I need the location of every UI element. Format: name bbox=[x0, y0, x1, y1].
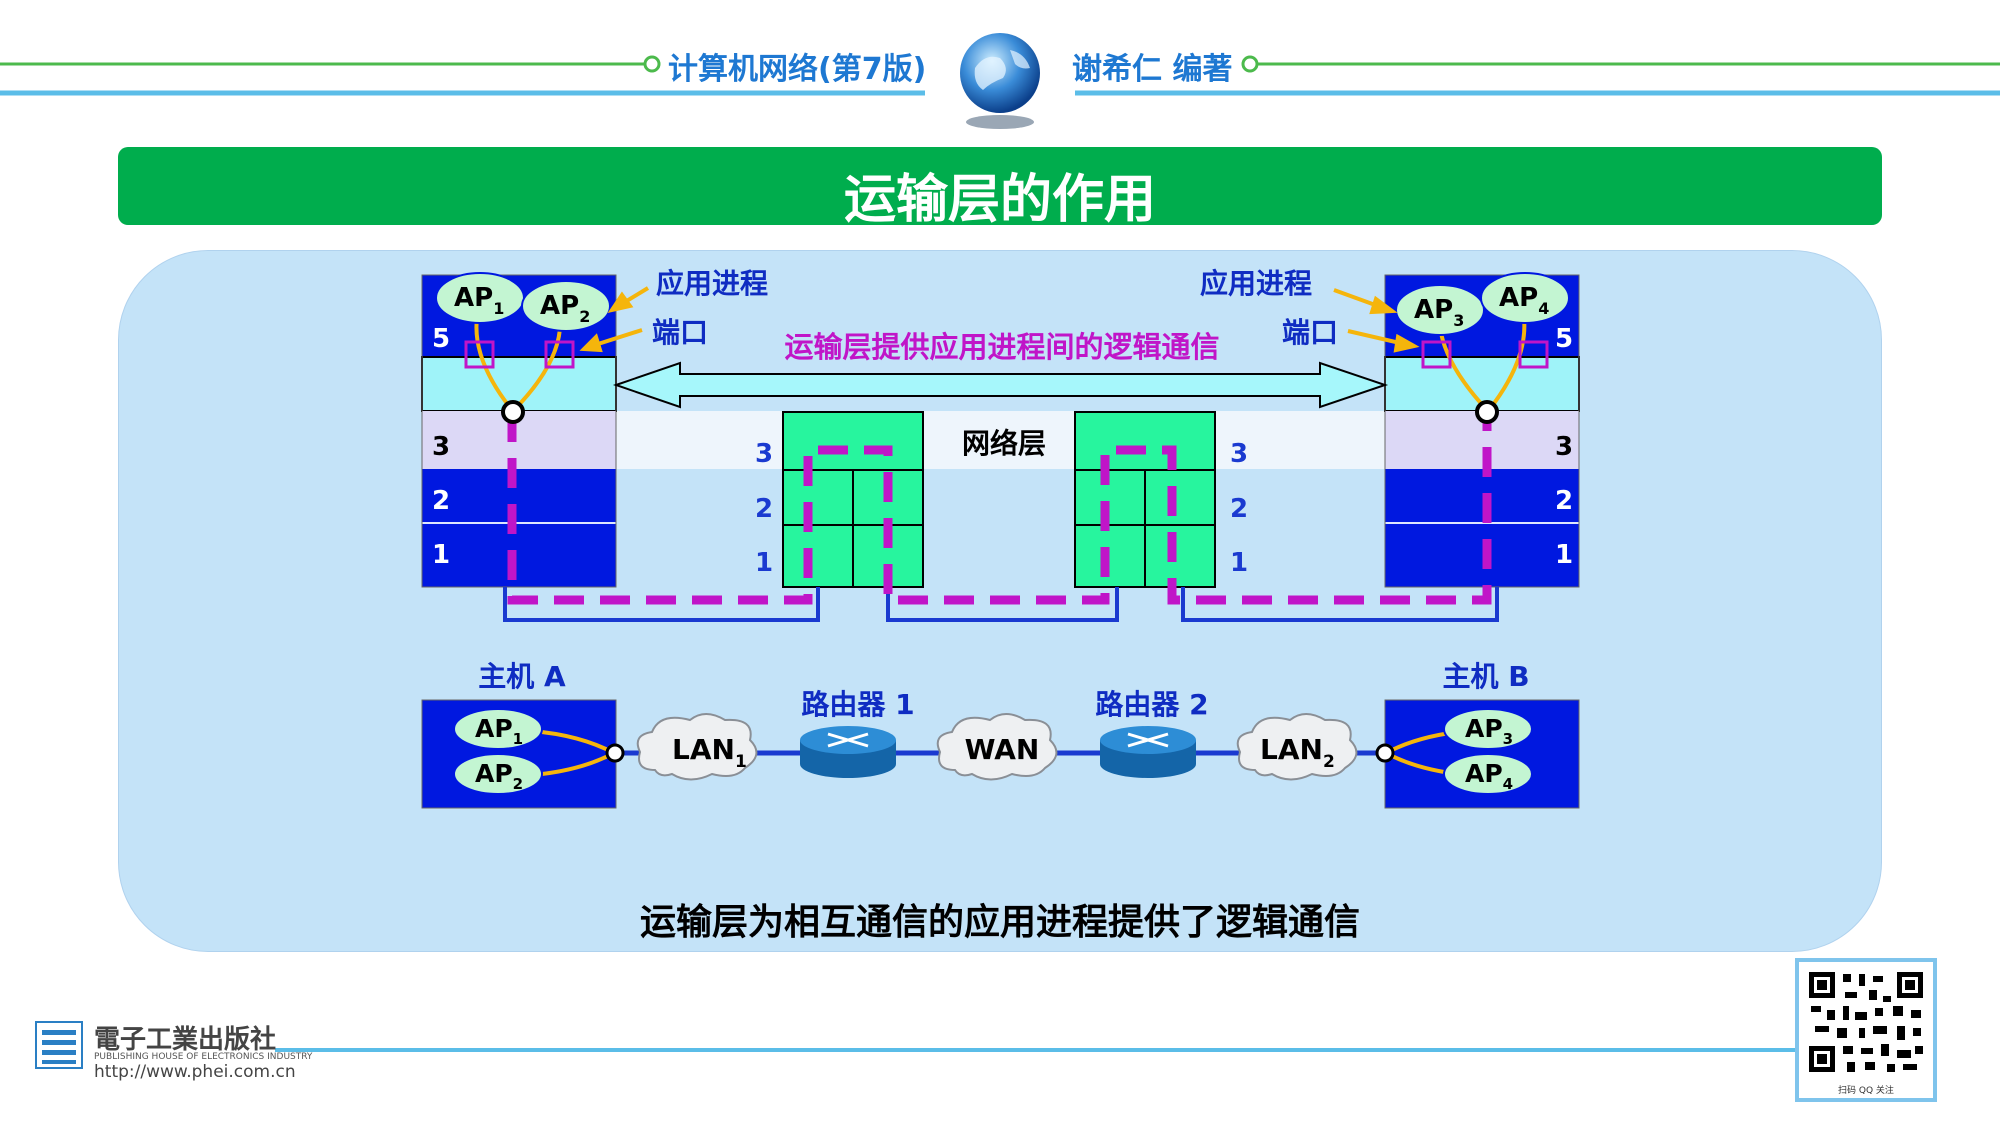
layer-1-label-a: 1 bbox=[432, 540, 450, 570]
layer-5-label-a: 5 bbox=[432, 324, 450, 354]
title-bar: 运输层的作用 bbox=[118, 147, 1882, 230]
router-1-label: 路由器 1 bbox=[801, 688, 914, 721]
ap2-label: AP2 bbox=[540, 291, 590, 326]
router2-layer-1: 1 bbox=[1230, 548, 1248, 578]
router1-layer-1: 1 bbox=[755, 548, 773, 578]
layer-2-label-b: 2 bbox=[1555, 486, 1573, 516]
router-2-icon bbox=[1100, 726, 1196, 778]
router-2-stack bbox=[1074, 411, 1216, 588]
port-label-right: 端口 bbox=[1282, 316, 1338, 349]
router2-layer-3: 3 bbox=[1230, 439, 1248, 469]
host-a-label: 主机 A bbox=[478, 660, 566, 693]
pointer-arrows bbox=[579, 286, 1420, 353]
bottom-network bbox=[421, 699, 1580, 809]
app-process-label-left: 应用进程 bbox=[656, 267, 768, 300]
layer-3-label-a: 3 bbox=[432, 432, 450, 462]
wan-cloud bbox=[936, 713, 1058, 781]
ap3-bottom-label: AP3 bbox=[1465, 714, 1513, 748]
lan2-cloud bbox=[1236, 713, 1358, 781]
author-name: 谢希仁 编著 bbox=[1072, 52, 1233, 87]
ap3-label: AP3 bbox=[1414, 295, 1464, 330]
host-b-internals bbox=[1395, 272, 1570, 424]
globe-icon bbox=[960, 33, 1040, 129]
publisher-name: 電子工業出版社 bbox=[94, 1025, 277, 1055]
ap4-bottom-label: AP4 bbox=[1465, 759, 1513, 793]
host-b-label: 主机 B bbox=[1442, 660, 1529, 693]
network-layer-band bbox=[615, 411, 1385, 469]
network-layer-label: 网络层 bbox=[962, 427, 1046, 460]
layer-5-label-b: 5 bbox=[1555, 324, 1573, 354]
publisher-url: http://www.phei.com.cn bbox=[94, 1062, 296, 1082]
host-a-internals bbox=[435, 272, 611, 424]
data-path bbox=[507, 412, 1492, 605]
slide-caption: 运输层为相互通信的应用进程提供了逻辑通信 bbox=[639, 902, 1360, 943]
lan1-cloud bbox=[636, 713, 758, 781]
slide-title: 运输层的作用 bbox=[843, 170, 1156, 230]
app-process-label-right: 应用进程 bbox=[1200, 267, 1312, 300]
layer-3-label-b: 3 bbox=[1555, 432, 1573, 462]
lan1-label: LAN1 bbox=[672, 733, 747, 772]
layer-1-label-b: 1 bbox=[1555, 540, 1573, 570]
port-label-left: 端口 bbox=[652, 316, 708, 349]
lan2-label: LAN2 bbox=[1260, 733, 1335, 772]
router-2-label: 路由器 2 bbox=[1095, 688, 1208, 721]
publisher-subtitle: PUBLISHING HOUSE OF ELECTRONICS INDUSTRY bbox=[94, 1052, 313, 1062]
wan-label: WAN bbox=[965, 733, 1040, 766]
router1-layer-2: 2 bbox=[755, 494, 773, 524]
ap2-bottom-label: AP2 bbox=[475, 759, 523, 793]
qr-caption: 扫码 QQ 关注 bbox=[1838, 1086, 1894, 1096]
publisher-logo-icon bbox=[35, 1021, 83, 1069]
physical-links bbox=[503, 587, 1499, 622]
header-lines bbox=[0, 55, 2000, 96]
layer-2-label-a: 2 bbox=[432, 486, 450, 516]
logical-comm-arrow bbox=[612, 361, 1389, 409]
router-1-icon bbox=[800, 726, 896, 778]
footer-line bbox=[275, 1048, 1795, 1052]
router2-layer-2: 2 bbox=[1230, 494, 1248, 524]
qr-code-icon bbox=[1809, 972, 1923, 1072]
router1-layer-3: 3 bbox=[755, 439, 773, 469]
logical-comm-label: 运输层提供应用进程间的逻辑通信 bbox=[784, 330, 1219, 364]
ap1-bottom-label: AP1 bbox=[475, 714, 523, 748]
ap4-label: AP4 bbox=[1499, 283, 1549, 318]
book-title: 计算机网络(第7版) bbox=[668, 52, 927, 87]
ap1-label: AP1 bbox=[454, 283, 504, 318]
qr-code[interactable]: 扫码 QQ 关注 bbox=[1795, 958, 1937, 1102]
